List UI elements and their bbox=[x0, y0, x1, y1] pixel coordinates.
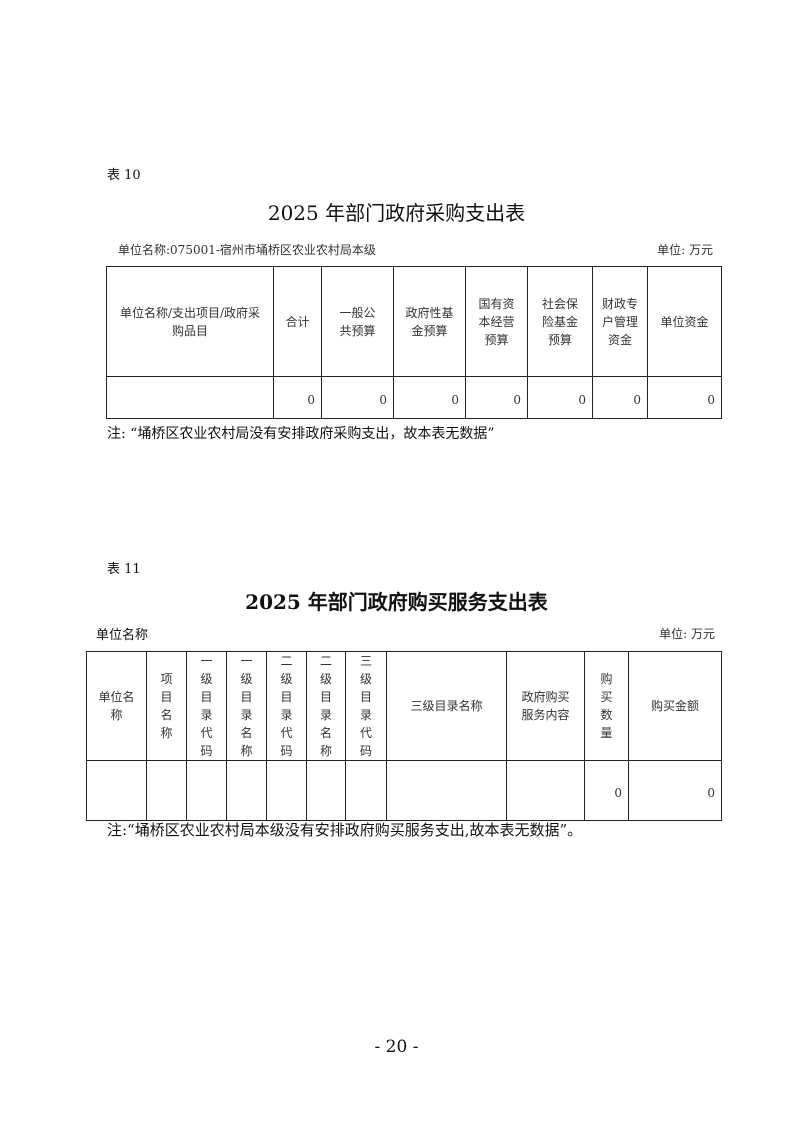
table11-unit: 单位: 万元 bbox=[659, 627, 715, 641]
header-cell: 购买数量 bbox=[584, 651, 629, 761]
table-cell: 0 bbox=[321, 376, 394, 419]
table-cell: 0 bbox=[592, 376, 648, 419]
header-cell: 政府购买服务内容 bbox=[506, 651, 585, 761]
header-cell: 二级目录代码 bbox=[266, 651, 307, 761]
header-cell: 项目名称 bbox=[146, 651, 187, 761]
table-cell bbox=[386, 760, 507, 821]
table-cell bbox=[146, 760, 187, 821]
table-row: 0 0 0 0 0 0 0 bbox=[106, 376, 722, 419]
header-cell: 一级目录代码 bbox=[186, 651, 227, 761]
header-cell: 一级目录名称 bbox=[226, 651, 267, 761]
page-number: - 20 - bbox=[374, 1037, 419, 1057]
table10-title: 2025 年部门政府采购支出表 bbox=[267, 201, 526, 225]
table10-unit-name: 单位名称:075001-宿州市埇桥区农业农村局本级 bbox=[118, 243, 376, 257]
table11-label: 表 11 bbox=[107, 562, 141, 577]
table-cell bbox=[306, 760, 346, 821]
table-cell bbox=[106, 376, 274, 419]
table-cell bbox=[345, 760, 387, 821]
table-cell: 0 bbox=[628, 760, 722, 821]
header-cell: 社会保险基金预算 bbox=[527, 266, 593, 377]
table10-unit: 单位: 万元 bbox=[657, 243, 713, 257]
table-cell: 0 bbox=[647, 376, 722, 419]
table11-title: 2025 年部门政府购买服务支出表 bbox=[245, 590, 548, 614]
table11-unit-name: 单位名称 bbox=[96, 628, 149, 643]
header-cell: 三级目录名称 bbox=[386, 651, 507, 761]
table10-label: 表 10 bbox=[107, 168, 141, 183]
table-cell: 0 bbox=[527, 376, 593, 419]
table-cell: 0 bbox=[273, 376, 322, 419]
service-purchase-table: 单位名称 项目名称 一级目录代码 一级目录名称 二级目录代码 二级目录名称 三级… bbox=[86, 651, 722, 821]
header-cell: 购买金额 bbox=[628, 651, 722, 761]
table-cell bbox=[506, 760, 585, 821]
header-cell: 三级目录代码 bbox=[345, 651, 387, 761]
header-cell: 二级目录名称 bbox=[306, 651, 346, 761]
table11-note: 注:“埇桥区农业农村局本级没有安排政府购买服务支出,故本表无数据”。 bbox=[107, 821, 583, 839]
table-cell: 0 bbox=[584, 760, 629, 821]
header-cell: 单位名称 bbox=[86, 651, 147, 761]
table-cell bbox=[226, 760, 267, 821]
procurement-table: 单位名称/支出项目/政府采购品目 合计 一般公共预算 政府性基金预算 国有资本经… bbox=[106, 266, 722, 419]
header-cell: 国有资本经营预算 bbox=[465, 266, 528, 377]
header-cell: 财政专户管理资金 bbox=[592, 266, 648, 377]
table-cell bbox=[266, 760, 307, 821]
table-header-row: 单位名称/支出项目/政府采购品目 合计 一般公共预算 政府性基金预算 国有资本经… bbox=[106, 266, 722, 377]
header-cell: 一般公共预算 bbox=[321, 266, 394, 377]
header-cell: 单位资金 bbox=[647, 266, 722, 377]
header-cell: 政府性基金预算 bbox=[393, 266, 466, 377]
header-cell: 单位名称/支出项目/政府采购品目 bbox=[106, 266, 274, 377]
table-cell bbox=[86, 760, 147, 821]
table-cell: 0 bbox=[465, 376, 528, 419]
table-cell: 0 bbox=[393, 376, 466, 419]
table-cell bbox=[186, 760, 227, 821]
header-cell: 合计 bbox=[273, 266, 322, 377]
table-row: 0 0 bbox=[86, 760, 722, 821]
table-header-row: 单位名称 项目名称 一级目录代码 一级目录名称 二级目录代码 二级目录名称 三级… bbox=[86, 651, 722, 761]
table10-note: 注: “埇桥区农业农村局没有安排政府采购支出，故本表无数据” bbox=[107, 426, 495, 442]
